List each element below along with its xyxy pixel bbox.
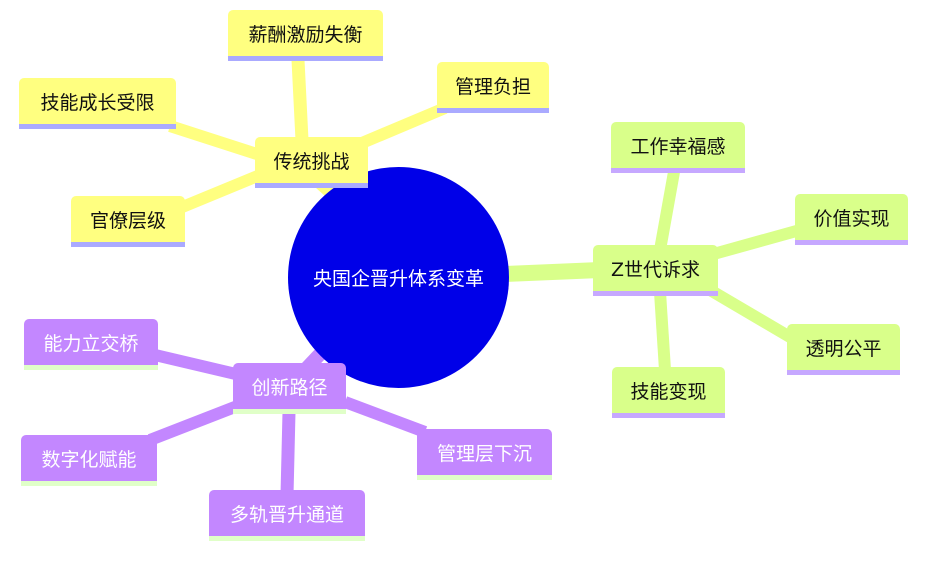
leaf-label: 工作幸福感: [630, 135, 726, 158]
leaf-management-burden[interactable]: 管理负担: [437, 62, 549, 113]
leaf-label: 技能成长受限: [40, 91, 155, 114]
leaf-label: 官僚层级: [89, 209, 166, 232]
edge-genz-value: [708, 224, 802, 261]
leaf-transparency-fairness[interactable]: 透明公平: [787, 324, 900, 375]
branch-innovation-paths[interactable]: 创新路径: [233, 363, 346, 414]
branch-label: Z世代诉求: [610, 258, 701, 281]
leaf-label: 薪酬激励失衡: [248, 23, 363, 46]
branch-genz-demands[interactable]: Z世代诉求: [593, 245, 718, 296]
leaf-multitrack-promotion[interactable]: 多轨晋升通道: [209, 490, 365, 541]
leaf-salary-imbalance[interactable]: 薪酬激励失衡: [228, 10, 383, 61]
leaf-ability-bridge[interactable]: 能力立交桥: [24, 319, 158, 370]
leaf-skill-monetization[interactable]: 技能变现: [612, 367, 725, 418]
edge-innovation-bridge: [153, 349, 242, 381]
edge-innovation-digital: [147, 399, 243, 446]
leaf-label: 价值实现: [813, 207, 890, 230]
edge-genz-skillcash: [654, 291, 671, 371]
leaf-work-wellbeing[interactable]: 工作幸福感: [611, 122, 745, 173]
leaf-bureaucracy[interactable]: 官僚层级: [71, 196, 185, 247]
branch-label: 传统挑战: [273, 150, 350, 173]
leaf-label: 数字化赋能: [41, 448, 137, 471]
edge-traditional-salary: [291, 59, 309, 141]
leaf-skill-growth-limited[interactable]: 技能成长受限: [19, 78, 176, 129]
leaf-label: 多轨晋升通道: [229, 503, 344, 526]
leaf-digital-empowerment[interactable]: 数字化赋能: [21, 435, 157, 486]
root-node[interactable]: 央国企晋升体系变革: [288, 167, 509, 388]
edge-traditional-skill: [168, 120, 262, 161]
leaf-label: 管理层下沉: [436, 442, 532, 465]
edge-root-genz: [504, 262, 601, 282]
edge-innovation-downshift: [342, 396, 428, 438]
edge-traditional-bureaucracy: [177, 169, 263, 214]
leaf-label: 管理负担: [454, 75, 531, 98]
leaf-label: 透明公平: [805, 337, 882, 360]
edge-genz-fairness: [706, 284, 799, 346]
leaf-label: 技能变现: [630, 380, 707, 403]
edge-genz-wellbeing: [654, 170, 680, 252]
leaf-management-downshift[interactable]: 管理层下沉: [417, 429, 552, 480]
leaf-label: 能力立交桥: [43, 332, 139, 355]
edge-innovation-multitrack: [280, 411, 296, 496]
root-label: 央国企晋升体系变革: [312, 268, 484, 290]
leaf-value-realization[interactable]: 价值实现: [795, 194, 908, 245]
branch-label: 创新路径: [251, 376, 328, 399]
branch-traditional-challenges[interactable]: 传统挑战: [255, 137, 368, 188]
